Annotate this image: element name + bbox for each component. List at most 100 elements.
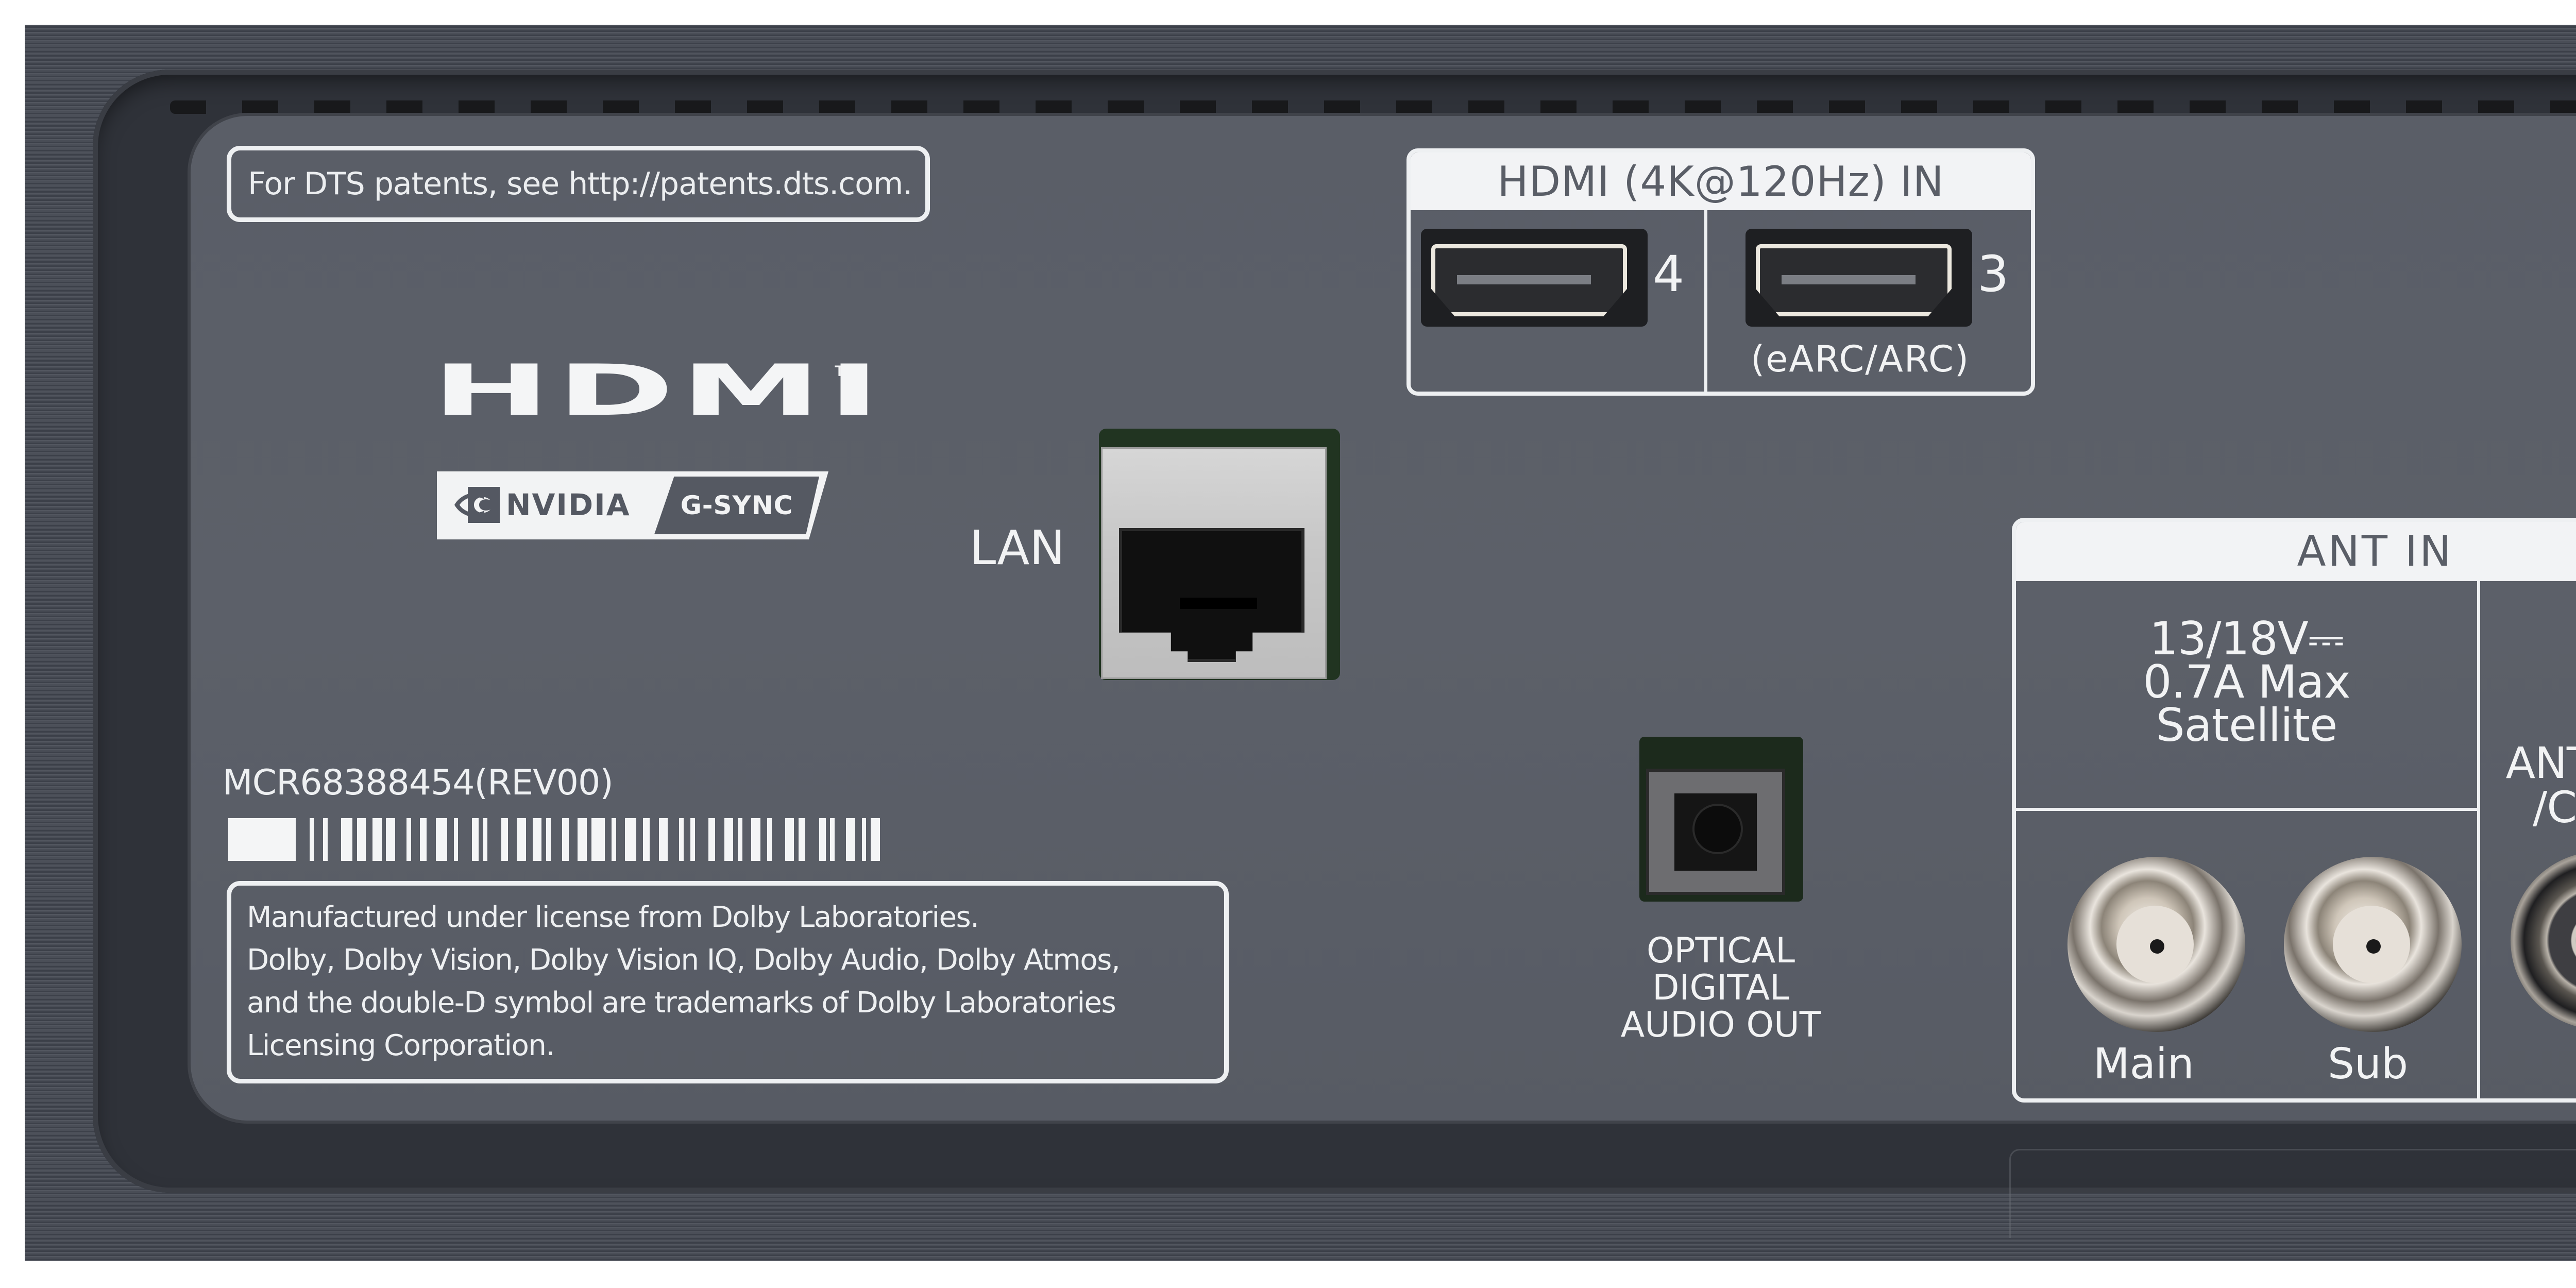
barcode-bar	[357, 818, 366, 861]
ant-in-horizontal-divider	[2016, 808, 2477, 811]
hdmi-group-header: HDMI (4K@120Hz) IN	[1411, 152, 2031, 210]
hdmi-group-divider	[1704, 210, 1707, 392]
barcode-bar	[611, 818, 616, 861]
hdmi-group-title: HDMI (4K@120Hz) IN	[1497, 157, 1944, 206]
gsync-block: G-SYNC	[654, 477, 819, 534]
barcode-bar	[352, 818, 357, 861]
barcode-bar	[650, 818, 659, 861]
barcode-bar	[314, 818, 323, 861]
antenna-label-line: ANTENNA	[2505, 738, 2576, 788]
barcode-bar	[501, 818, 508, 861]
barcode-bar	[846, 818, 855, 861]
barcode-bar	[835, 818, 846, 861]
barcode-bar	[386, 818, 395, 861]
coax-pin	[2366, 939, 2381, 954]
barcode-bar	[715, 818, 724, 861]
vent-slots	[170, 100, 2576, 114]
nvidia-wordmark: NVIDIA	[506, 487, 631, 522]
barcode-bar	[861, 818, 867, 861]
barcode-bar	[569, 818, 578, 861]
barcode-bar	[819, 818, 826, 861]
barcode-bar	[760, 818, 767, 861]
satellite-spec-line: 0.7A Max	[2143, 655, 2350, 708]
barcode-bar	[684, 818, 690, 861]
barcode-bar	[372, 818, 382, 861]
barcode-bar	[471, 818, 479, 861]
optical-label: OPTICAL DIGITAL AUDIO OUT	[1597, 933, 1844, 1044]
hdmi-contact-bar	[1782, 275, 1916, 284]
barcode-bar	[587, 818, 591, 861]
barcode-bar	[742, 818, 752, 861]
satellite-sub-port[interactable]	[2284, 857, 2462, 1032]
hdmi-trademark: ™	[829, 358, 867, 401]
antenna-cable-port[interactable]	[2511, 852, 2576, 1029]
hdmi-logo: HDMI	[432, 349, 887, 432]
barcode-bar	[772, 818, 785, 861]
ant-in-title: ANT IN	[2297, 527, 2453, 576]
antenna-label-line: /CABLE	[2533, 782, 2576, 833]
barcode-bar	[508, 818, 517, 861]
ant-in-reflection	[2009, 1149, 2576, 1238]
barcode-bar	[751, 818, 760, 861]
hdmi-port-3-number: 3	[1977, 245, 2009, 303]
dolby-line: Manufactured under license from Dolby La…	[247, 901, 979, 934]
nvidia-eye-icon	[454, 487, 500, 523]
barcode-bar	[866, 818, 871, 861]
dolby-notice-box: Manufactured under license from Dolby La…	[227, 881, 1229, 1083]
barcode-bar	[458, 818, 471, 861]
barcode-bar	[479, 818, 483, 861]
antenna-cable-label: ANTENNA /CABLE	[2480, 741, 2576, 829]
barcode-bar	[382, 818, 386, 861]
lan-label: LAN	[970, 520, 1065, 575]
barcode-bar	[616, 818, 625, 861]
hdmi-contact-bar	[1457, 275, 1591, 284]
barcode-bar	[591, 818, 605, 861]
barcode-bar	[551, 818, 562, 861]
barcode-bar	[695, 818, 708, 861]
barcode-bar	[799, 818, 806, 861]
barcode-bar	[643, 818, 650, 861]
barcode-bar	[483, 818, 488, 861]
hdmi-earc-label: (eARC/ARC)	[1751, 338, 1970, 380]
hdmi-port-4[interactable]	[1421, 229, 1648, 327]
barcode-bar	[658, 818, 668, 861]
barcode-bar	[420, 818, 427, 861]
barcode-bar	[605, 818, 612, 861]
barcode-bar	[679, 818, 684, 861]
optical-label-line: AUDIO OUT	[1620, 1005, 1821, 1045]
barcode-bar	[411, 818, 420, 861]
barcode-bar	[323, 818, 328, 861]
dts-notice-box: For DTS patents, see http://patents.dts.…	[227, 146, 930, 222]
dolby-line: Licensing Corporation.	[247, 1029, 555, 1062]
barcode-bar	[826, 818, 831, 861]
barcode-bar	[733, 818, 738, 861]
satellite-spec-line: 13/18V⎓	[2149, 612, 2344, 665]
barcode-bar	[636, 818, 643, 861]
hdmi-port-4-number: 4	[1653, 245, 1685, 303]
barcode-bar	[487, 818, 501, 861]
barcode-bar	[708, 818, 716, 861]
barcode-bar	[447, 818, 454, 861]
barcode-bar	[526, 818, 533, 861]
lan-socket-latch-slot	[1180, 598, 1257, 609]
satellite-spec: 13/18V⎓ 0.7A Max Satellite	[2016, 612, 2477, 748]
barcode-bar	[785, 818, 794, 861]
barcode-bar	[517, 818, 526, 861]
coax-pin	[2150, 939, 2164, 954]
dolby-line: and the double-D symbol are trademarks o…	[247, 986, 1116, 1020]
hdmi-port-3[interactable]	[1745, 229, 1972, 327]
barcode-bar	[738, 818, 742, 861]
barcode-bar	[724, 818, 734, 861]
barcode-bar	[871, 818, 880, 861]
barcode-bar	[395, 818, 406, 861]
barcode-bar	[546, 818, 551, 861]
optical-lens	[1692, 804, 1743, 854]
barcode-bar	[830, 818, 835, 861]
ant-in-header: ANT IN	[2016, 522, 2576, 581]
barcode-bar	[880, 818, 943, 861]
satellite-main-port[interactable]	[2067, 857, 2245, 1032]
barcode	[228, 818, 943, 861]
model-number: MCR68388454(REV00)	[223, 762, 614, 803]
barcode-bar	[805, 818, 819, 861]
barcode-bar	[541, 818, 546, 861]
